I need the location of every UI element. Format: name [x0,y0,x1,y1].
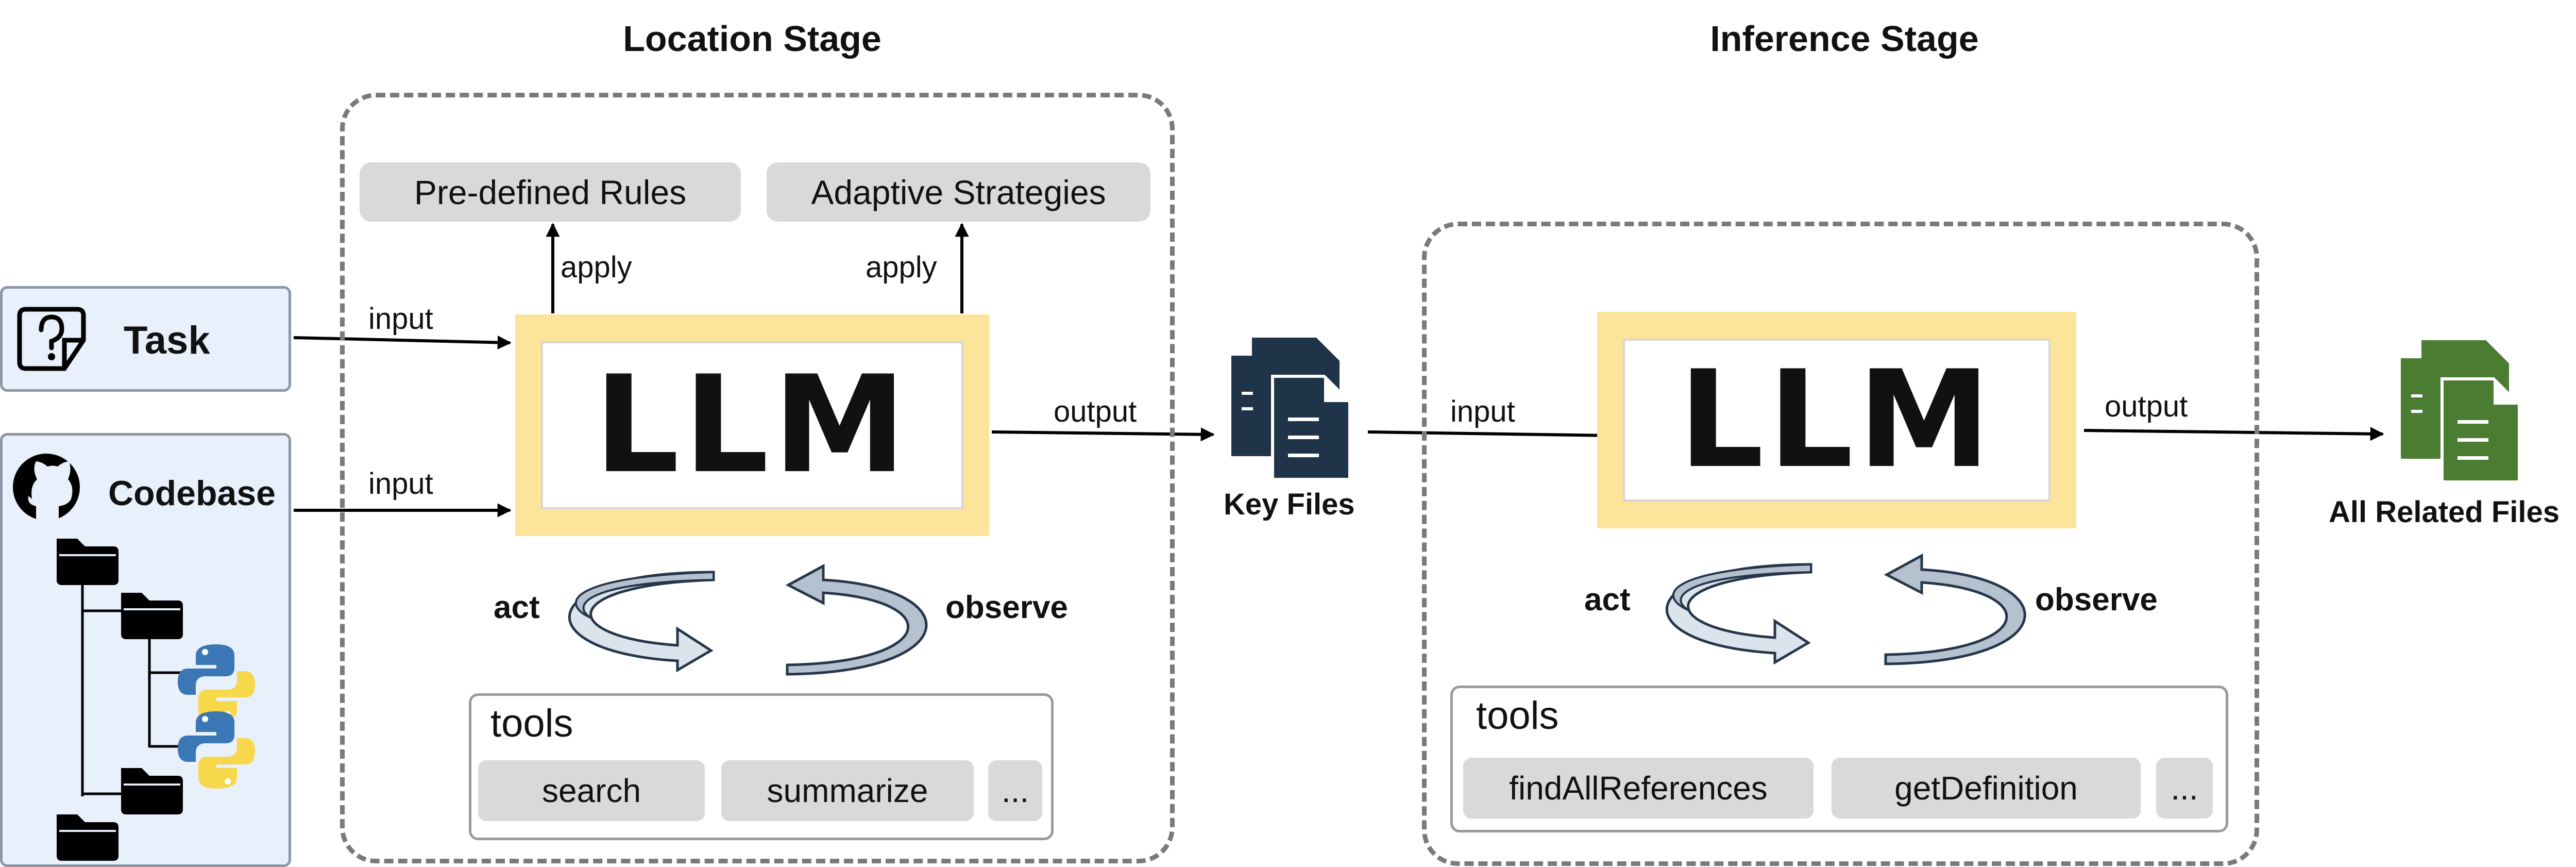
input-label-inference: input [1450,395,1515,428]
input-label-task: input [368,302,433,336]
apply-label-strategies: apply [866,251,937,284]
act-cycle-arrow [1666,563,1812,665]
tool-summarize: summarize [721,760,974,821]
tool-more: ... [988,760,1042,821]
output-label-inference: output [2105,390,2188,423]
tools-title: tools [1476,694,1559,738]
arrow-task-to-llm [293,335,512,349]
arrow-llm-to-keyfiles [991,427,1215,442]
location-stage-panel [340,93,1175,863]
input-label-codebase: input [368,467,433,501]
act-label: act [494,590,540,625]
predefined-rules-box: Pre-defined Rules [360,162,741,222]
location-llm-block: LLM [515,314,989,536]
all-related-files-label: All Related Files [2329,495,2560,529]
llm-label: LLM [541,341,963,509]
llm-label: LLM [1623,339,2050,502]
inference-llm-block: LLM [1597,312,2076,528]
observe-label: observe [945,590,1068,625]
tool-more: ... [2156,758,2213,819]
adaptive-strategies-box: Adaptive Strategies [767,162,1150,222]
tool-get-definition: getDefinition [1832,758,2141,819]
inference-stage-panel [1422,222,2259,866]
inference-stage-title: Inference Stage [1710,19,1979,59]
tool-find-all-references: findAllReferences [1463,758,1814,819]
arrow-llm-to-related [2083,427,2384,441]
key-files-label: Key Files [1224,488,1355,521]
act-label: act [1584,582,1631,618]
documents-icon [1231,338,1351,481]
codebase-label: Codebase [108,474,276,513]
tools-title: tools [490,702,573,745]
apply-label-rules: apply [561,251,632,284]
location-stage-title: Location Stage [623,19,882,59]
output-label-location: output [1054,395,1137,428]
documents-icon [2401,340,2521,483]
observe-label: observe [2035,582,2158,618]
task-label: Task [124,319,210,362]
act-cycle-arrow [568,571,715,673]
observe-cycle-arrow [1884,553,2026,665]
arrow-keyfiles-to-llm [1367,428,1612,443]
tool-search: search [478,760,705,821]
observe-cycle-arrow [785,563,928,676]
